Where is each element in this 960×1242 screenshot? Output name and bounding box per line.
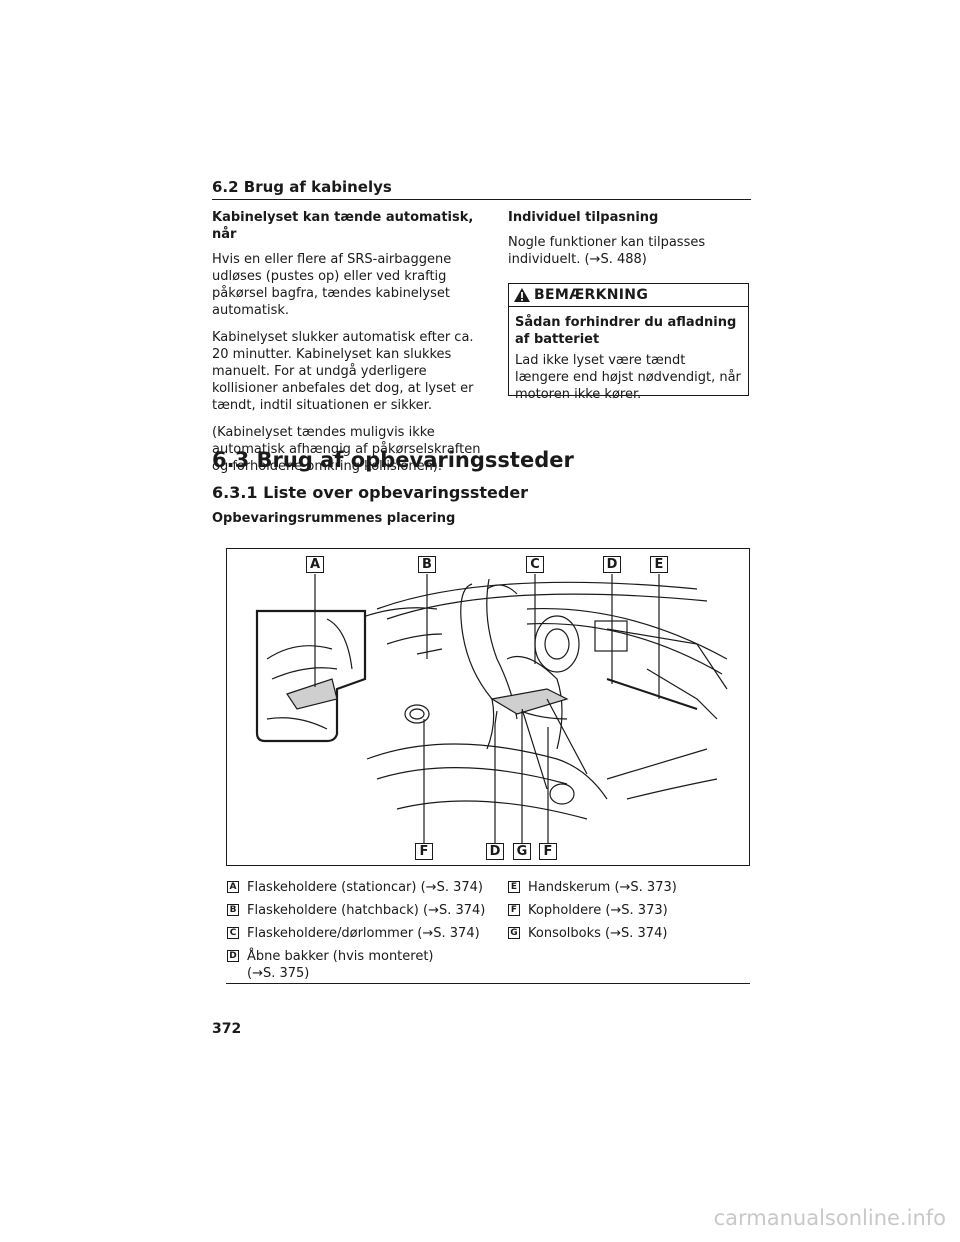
- figure-caption-heading: Opbevaringsrummenes placering: [212, 511, 456, 526]
- notice-box: BEMÆRKNING Sådan forhindrer du afladning…: [508, 283, 749, 402]
- legend-text: Åbne bakker (hvis monteret) (→S. 375): [247, 949, 434, 981]
- legend-item: F Kopholdere (→S. 373): [508, 902, 748, 919]
- legend-item: B Flaskeholdere (hatchback) (→S. 374): [227, 902, 487, 919]
- legend-text: Handskerum (→S. 373): [528, 880, 677, 895]
- callout-a-top: A: [306, 556, 324, 573]
- page-number: 372: [212, 1021, 242, 1037]
- legend-text: Flaskeholdere/dørlommer (→S. 374): [247, 926, 480, 941]
- notice-body: Sådan forhindrer du afladning af batteri…: [509, 307, 748, 403]
- left-column: Kabinelyset kan tænde automatisk, når Hv…: [212, 209, 482, 485]
- callout-c-top: C: [526, 556, 544, 573]
- callout-d-bottom: D: [486, 843, 504, 860]
- footer-divider: [226, 983, 750, 984]
- notice-text: Lad ikke lyset være tændt længere end hø…: [515, 353, 741, 402]
- right-paragraph: Nogle funktioner kan tilpasses individue…: [508, 235, 706, 267]
- legend-key: F: [508, 904, 520, 916]
- interior-drawing: [255, 574, 728, 844]
- watermark-text: carmanualsonline.info: [713, 1206, 946, 1230]
- left-paragraph-2: Kabinelyset slukker automatisk efter ca.…: [212, 330, 474, 413]
- car-interior-illustration: A B C D E F D G F: [226, 548, 750, 866]
- legend-key: G: [508, 927, 520, 939]
- legend-key: B: [227, 904, 239, 916]
- legend-text: Flaskeholdere (stationcar) (→S. 374): [247, 880, 483, 895]
- notice-heading: BEMÆRKNING: [534, 287, 649, 303]
- callout-g-bottom: G: [513, 843, 531, 860]
- callout-f-bottom-2: F: [539, 843, 557, 860]
- left-paragraph-3: (Kabinelyset tændes muligvis ikke automa…: [212, 425, 481, 474]
- legend-text: Konsolboks (→S. 374): [528, 926, 668, 941]
- right-column: Individuel tilpasning Nogle funktioner k…: [508, 209, 753, 278]
- section-heading: 6.3 Brug af opbevaringssteder: [212, 448, 574, 472]
- legend-left: A Flaskeholdere (stationcar) (→S. 374) B…: [227, 879, 487, 988]
- left-paragraph-1: Hvis en eller flere af SRS-airbaggene ud…: [212, 252, 452, 318]
- legend-item: C Flaskeholdere/dørlommer (→S. 374): [227, 925, 487, 942]
- callout-e-top: E: [650, 556, 668, 573]
- notice-title: Sådan forhindrer du afladning af batteri…: [515, 315, 737, 347]
- subsection-heading: 6.3.1 Liste over opbevaringssteder: [212, 483, 529, 502]
- legend-key: D: [227, 950, 239, 962]
- legend-text: Flaskeholdere (hatchback) (→S. 374): [247, 903, 486, 918]
- legend-item: A Flaskeholdere (stationcar) (→S. 374): [227, 879, 487, 896]
- notice-header: BEMÆRKNING: [509, 284, 748, 307]
- legend-key: E: [508, 881, 520, 893]
- callout-b-top: B: [418, 556, 436, 573]
- left-subhead: Kabinelyset kan tænde automatisk, når: [212, 210, 474, 242]
- legend-right: E Handskerum (→S. 373) F Kopholdere (→S.…: [508, 879, 748, 948]
- section-header-title: 6.2 Brug af kabinelys: [212, 178, 392, 196]
- warning-triangle-icon: [514, 288, 530, 302]
- legend-item: E Handskerum (→S. 373): [508, 879, 748, 896]
- callout-d-top: D: [603, 556, 621, 573]
- legend-key: C: [227, 927, 239, 939]
- header-divider: [212, 199, 751, 200]
- legend-text: Kopholdere (→S. 373): [528, 903, 668, 918]
- callout-f-bottom-1: F: [415, 843, 433, 860]
- legend-item: D Åbne bakker (hvis monteret) (→S. 375): [227, 948, 447, 982]
- legend-key: A: [227, 881, 239, 893]
- legend-item: G Konsolboks (→S. 374): [508, 925, 748, 942]
- right-subhead: Individuel tilpasning: [508, 210, 659, 225]
